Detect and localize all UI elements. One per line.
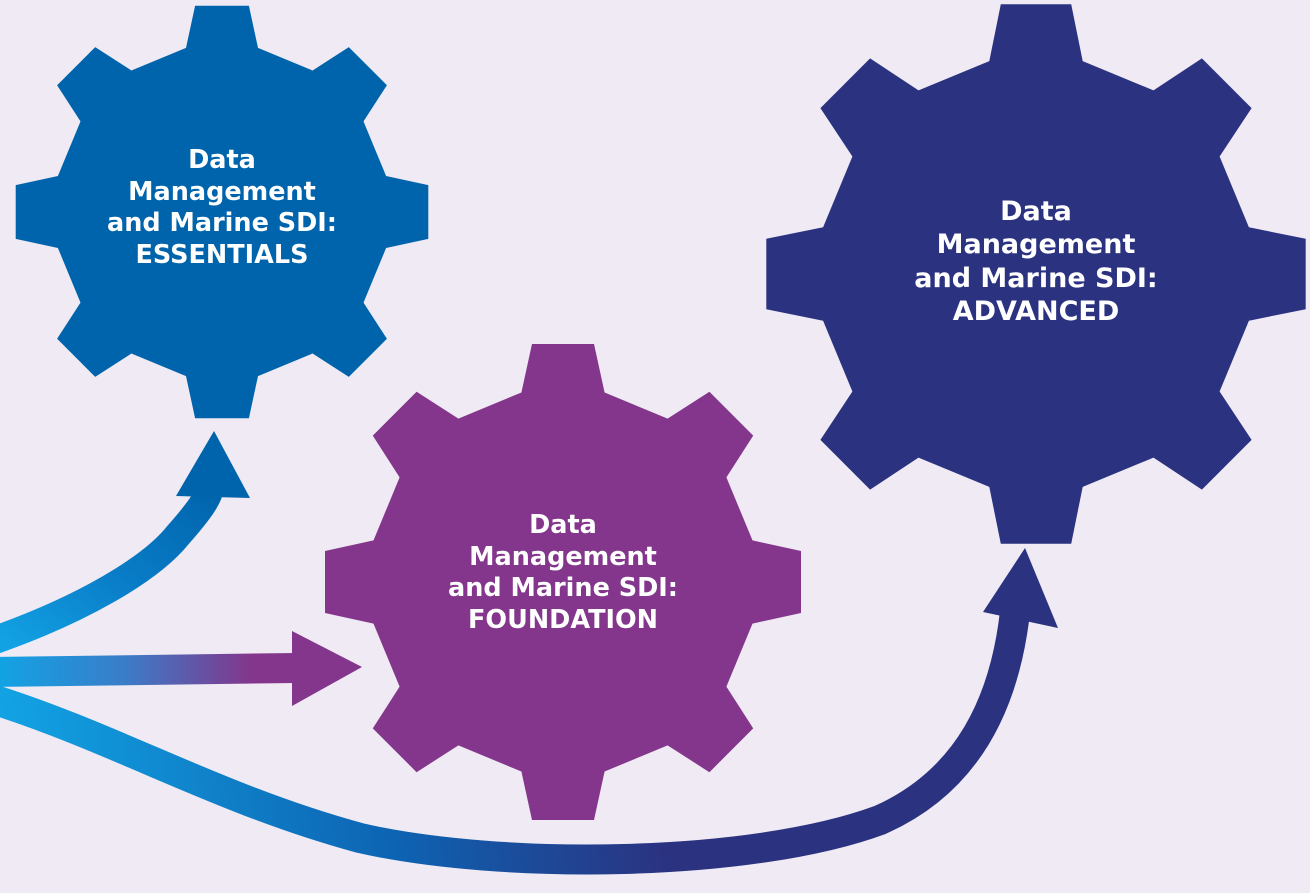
arrow-to-essentials-head (176, 431, 250, 498)
gear-essentials-icon (15, 5, 429, 419)
gear-essentials-line-1: Data (188, 144, 256, 175)
gear-foundation-line-2: Management (469, 541, 657, 572)
gear-essentials-line-4: ESSENTIALS (135, 239, 309, 270)
gear-essentials-label: Data Management and Marine SDI: ESSENTIA… (107, 145, 337, 271)
gear-advanced-line-2: Management (936, 229, 1136, 261)
gear-foundation-line-1: Data (529, 509, 597, 540)
arrow-to-advanced-head (983, 548, 1058, 628)
gear-essentials-line-3: and Marine SDI: (107, 208, 337, 238)
arrow-to-foundation-shaft (0, 653, 297, 687)
arrow-to-advanced-shaft (0, 610, 1030, 875)
gear-foundation-label: Data Management and Marine SDI: FOUNDATI… (448, 510, 678, 636)
arrow-to-essentials-shaft (0, 484, 224, 654)
gear-foundation-line-4: FOUNDATION (468, 604, 658, 635)
gear-foundation-line-3: and Marine SDI: (448, 573, 678, 603)
gear-foundation-icon (325, 344, 801, 820)
gear-advanced-label: Data Management and Marine SDI: ADVANCED (914, 195, 1157, 329)
gear-advanced-line-3: and Marine SDI: (914, 263, 1158, 294)
gear-advanced-line-4: ADVANCED (952, 296, 1120, 328)
arrow-to-foundation-head (292, 631, 362, 706)
gear-advanced-icon (766, 4, 1306, 544)
gear-advanced-line-1: Data (1000, 196, 1072, 228)
gear-essentials-line-2: Management (128, 176, 316, 207)
